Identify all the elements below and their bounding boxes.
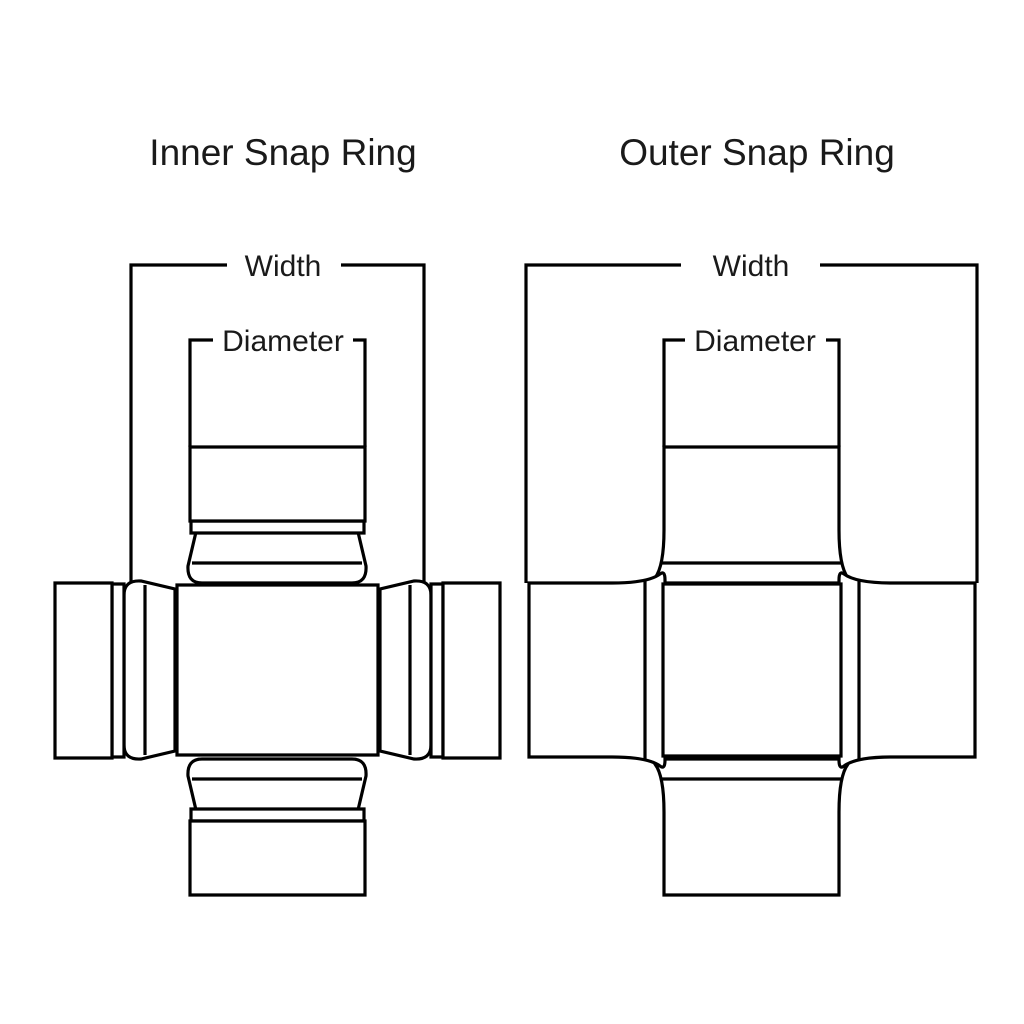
diameter-bracket-left-inner <box>188 338 213 447</box>
left-arm-bearing-cap-inner <box>53 581 114 760</box>
diameter-bracket-right-outer <box>826 338 841 447</box>
top-arm-snap-ring-band-inner <box>189 519 366 535</box>
bottom-arm-taper-inner <box>186 757 368 812</box>
panel-outer-snap-ring: Outer Snap Ring Width Diame <box>524 132 979 897</box>
width-bracket-left-outer <box>524 263 681 583</box>
bottom-arm-snap-ring-band-inner <box>189 807 366 823</box>
top-arm-taper-inner <box>186 530 368 585</box>
width-bracket-right-outer <box>820 263 979 583</box>
bottom-arm-bearing-cap-inner <box>188 819 367 897</box>
right-arm-snap-ring-band-inner <box>429 582 445 759</box>
panel-inner-snap-ring: Inner Snap Ring <box>53 132 502 897</box>
left-arm-taper-inner <box>122 579 177 761</box>
diameter-bracket-left-outer <box>662 338 685 447</box>
diameter-label-inner: Diameter <box>222 325 344 358</box>
diameter-label-outer: Diameter <box>694 325 816 358</box>
top-arm-bearing-cap-inner <box>188 445 367 523</box>
width-label-outer: Width <box>713 250 790 283</box>
width-bracket-right-inner <box>341 263 426 583</box>
width-bracket-left-inner <box>129 263 227 583</box>
right-arm-bearing-cap-inner <box>441 581 502 760</box>
center-hub-inner <box>175 583 380 757</box>
right-arm-taper-inner <box>378 579 433 761</box>
center-hub-outer <box>661 582 843 758</box>
width-label-inner: Width <box>245 250 322 283</box>
panel-title-outer: Outer Snap Ring <box>619 132 895 173</box>
diameter-bracket-right-inner <box>353 338 367 447</box>
panel-title-inner: Inner Snap Ring <box>149 132 416 173</box>
left-arm-snap-ring-band-inner <box>110 582 126 759</box>
